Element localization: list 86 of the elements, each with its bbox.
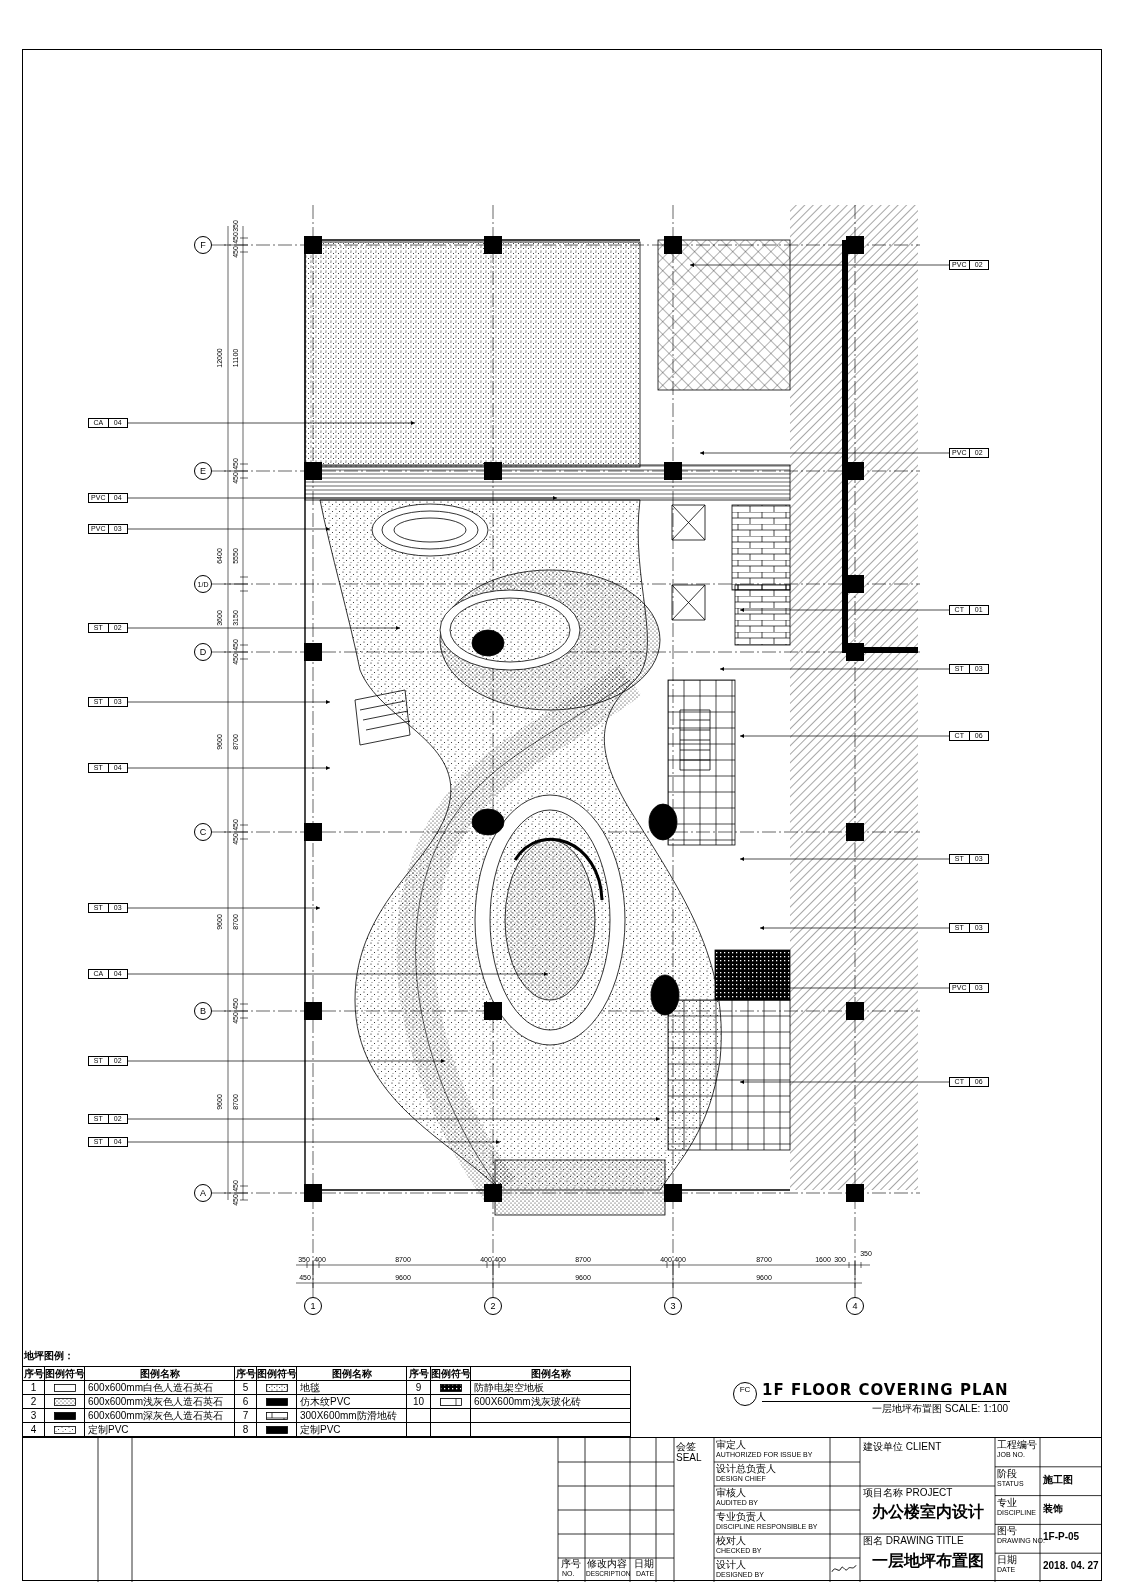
material-tag	[949, 605, 989, 615]
material-tag	[949, 854, 989, 864]
material-tag	[88, 697, 128, 707]
title-block-text: 装饰	[1043, 1502, 1063, 1514]
title-block-text: 设计总负责人	[716, 1463, 776, 1474]
legend-table-cell: 600X600mm浅灰玻化砖	[471, 1395, 631, 1409]
title-block-text: 施工图	[1043, 1473, 1073, 1485]
legend-table-cell: 定制PVC	[85, 1423, 235, 1437]
material-tag	[88, 1056, 128, 1066]
table-header: 图例名称	[471, 1367, 631, 1381]
grid-bubble: 4	[846, 1297, 864, 1315]
title-block-text: 图号	[997, 1525, 1017, 1537]
material-tag	[949, 448, 989, 458]
material-tag	[88, 1114, 128, 1124]
table-title: 地坪图例：	[24, 1350, 74, 1361]
title-block-text: 一层地坪布置图	[872, 1552, 984, 1570]
title-block-text: 图名 DRAWING TITLE	[863, 1535, 964, 1546]
legend-table-cell: 仿木纹PVC	[297, 1395, 407, 1409]
legend-table-cell: 2	[23, 1395, 45, 1409]
legend-table-cell: 4	[23, 1423, 45, 1437]
title-block-text: 会签 SEAL	[676, 1441, 703, 1463]
title-block-text: 序号	[561, 1558, 581, 1569]
title-block-text: 建设单位 CLIENT	[863, 1441, 942, 1452]
table-header: 图例名称	[297, 1367, 407, 1381]
legend-table-cell: 10	[407, 1395, 431, 1409]
title-block-text: 日期	[997, 1554, 1017, 1566]
table-header: 序号	[235, 1367, 257, 1381]
grid-bubble: A	[194, 1184, 212, 1202]
table-header: 序号	[23, 1367, 45, 1381]
legend-table-cell: 防静电架空地板	[471, 1381, 631, 1395]
legend-table-cell: 6	[235, 1395, 257, 1409]
legend-table-cell: 定制PVC	[297, 1423, 407, 1437]
title-block-text: 审核人	[716, 1487, 746, 1498]
table-header: 图例符号	[431, 1367, 471, 1381]
title-block-text: 专业负责人	[716, 1511, 766, 1522]
legend-table-cell: 3	[23, 1409, 45, 1423]
grid-bubble: D	[194, 643, 212, 661]
title-block-text: 办公楼室内设计	[872, 1503, 984, 1521]
material-tag	[88, 524, 128, 534]
material-tag	[949, 260, 989, 270]
title-block-text: 校对人	[716, 1535, 746, 1546]
material-tag	[88, 763, 128, 773]
legend-table-cell: 600x600mm白色人造石英石	[85, 1381, 235, 1395]
grid-bubble: 3	[664, 1297, 682, 1315]
legend-table-cell: 5	[235, 1381, 257, 1395]
section-symbol: FC	[733, 1382, 757, 1406]
grid-bubble: 2	[484, 1297, 502, 1315]
title-block-text: 设计人	[716, 1559, 746, 1570]
table-header: 序号	[407, 1367, 431, 1381]
grid-bubble: B	[194, 1002, 212, 1020]
title-block-text: 修改内容	[587, 1558, 627, 1569]
table-header: 图例符号	[257, 1367, 297, 1381]
legend-table-cell: 300X600mm防滑地砖	[297, 1409, 407, 1423]
title-block-text: 项目名称 PROJECT	[863, 1487, 953, 1498]
material-tag	[88, 623, 128, 633]
table-header: 图例符号	[45, 1367, 85, 1381]
material-tag	[88, 1137, 128, 1147]
title-block-text: 工程编号	[997, 1439, 1037, 1450]
material-tag	[949, 923, 989, 933]
legend-table-cell: 600x600mm深灰色人造石英石	[85, 1409, 235, 1423]
material-tag	[88, 969, 128, 979]
drawing-title: 1F FLOOR COVERING PLAN	[762, 1381, 1010, 1402]
material-tag	[949, 1077, 989, 1087]
legend-table-cell: 9	[407, 1381, 431, 1395]
legend-table-cell: 8	[235, 1423, 257, 1437]
legend-table-cell: 1	[23, 1381, 45, 1395]
title-block-text: 阶段	[997, 1467, 1017, 1479]
title-block-text: 2018. 04. 27	[1043, 1560, 1099, 1572]
material-tag	[949, 731, 989, 741]
material-tag	[88, 903, 128, 913]
title-block-text: 审定人	[716, 1439, 746, 1450]
material-tag	[949, 664, 989, 674]
title-block-text: 专业	[997, 1496, 1017, 1508]
table-header: 图例名称	[85, 1367, 235, 1381]
grid-bubble: F	[194, 236, 212, 254]
material-tag	[949, 983, 989, 993]
grid-bubble: E	[194, 462, 212, 480]
material-tag	[88, 418, 128, 428]
grid-bubble: C	[194, 823, 212, 841]
material-tag	[88, 493, 128, 503]
scale-note: 一层地坪布置图 SCALE: 1:100	[872, 1403, 1009, 1414]
grid-bubble: 1	[304, 1297, 322, 1315]
legend-table-cell: 600x600mm浅灰色人造石英石	[85, 1395, 235, 1409]
legend-table-cell: 地毯	[297, 1381, 407, 1395]
legend-table-cell: 7	[235, 1409, 257, 1423]
title-block-text: 日期	[634, 1558, 654, 1569]
